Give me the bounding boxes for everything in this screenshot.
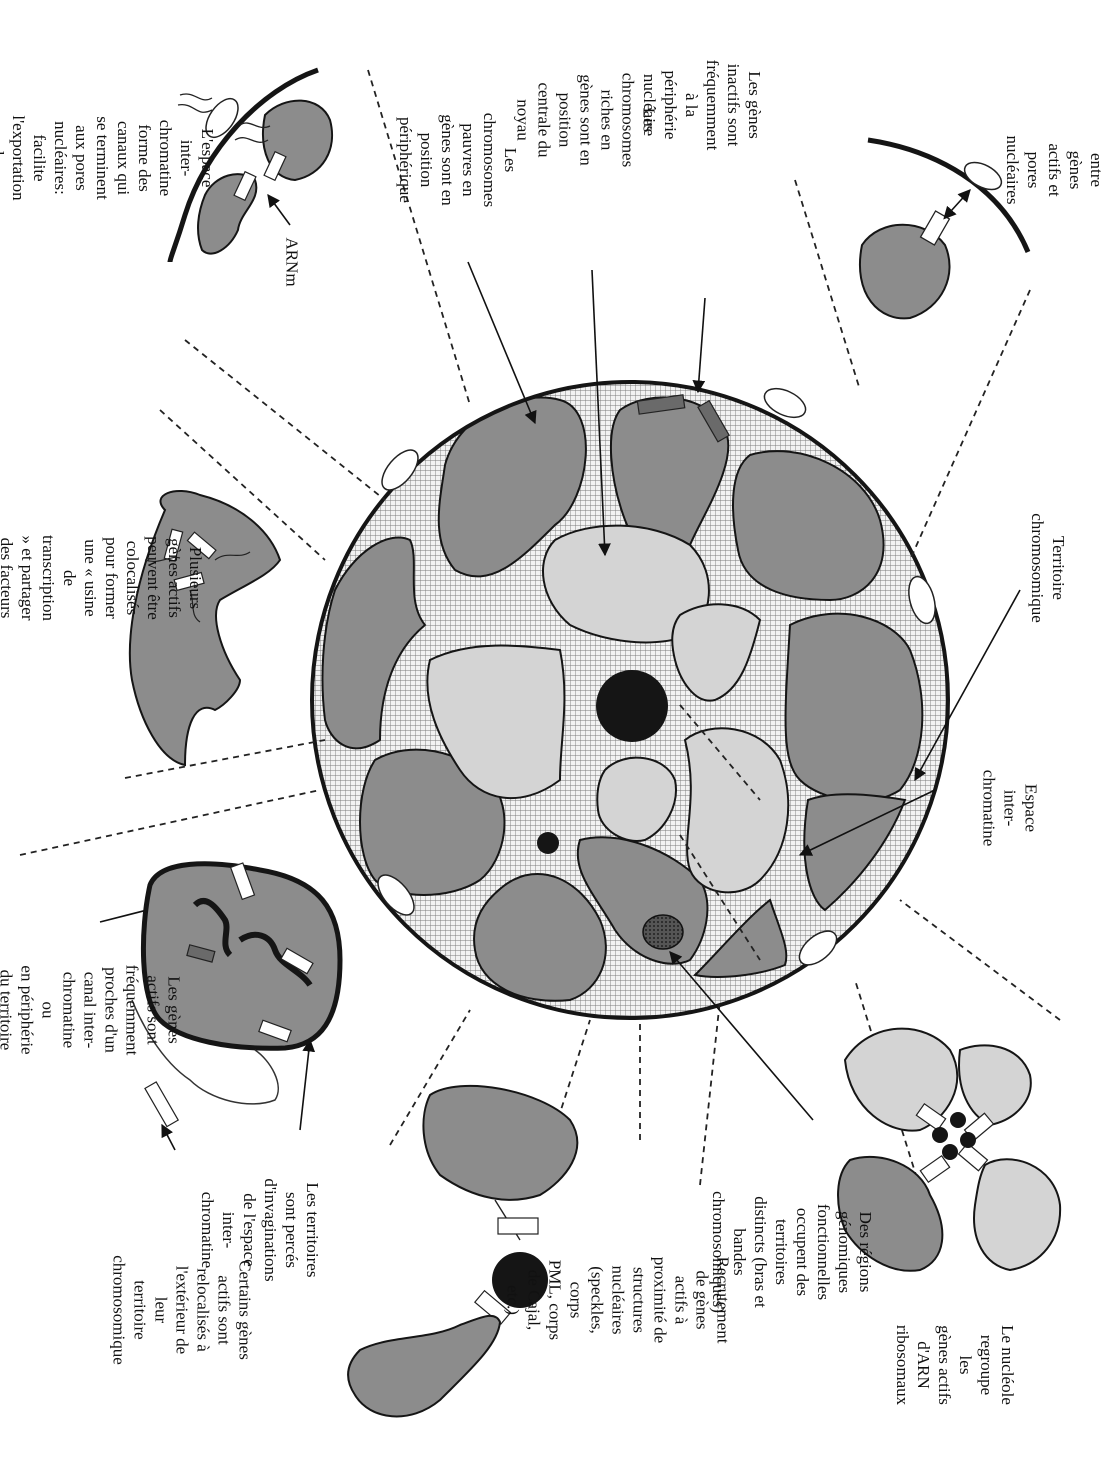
speckle (643, 915, 683, 949)
label-poor-chromosomes: Les chromosomes pauvres en gènes sont en… (395, 113, 521, 207)
label-interchromatin-space: Espace inter-chromatine (979, 770, 1042, 846)
label-interchromatin-channels: L'espace inter-chromatine forme des cana… (0, 115, 218, 200)
inset-transcription-factory (130, 491, 280, 765)
nuclear-body (537, 832, 559, 854)
arrow (698, 298, 705, 392)
nucleolus-body (596, 670, 668, 742)
label-invaginations: Les territoires sont percés d'invaginati… (197, 1178, 323, 1281)
label-chromosome-territory: Territoire chromosomique (1027, 513, 1069, 623)
label-active-genes-canal: Les gènes actifs sont fréquemment proche… (0, 965, 185, 1056)
nucleus (312, 382, 948, 1018)
label-rich-chromosomes: Les chromosomes riches en gènes sont en … (513, 73, 660, 167)
inset-recruitment (348, 1086, 577, 1417)
label-transcription-factory: Plusieurs gènes actifs peuvent être colo… (0, 535, 206, 621)
chromosome-territory (786, 614, 923, 801)
arrow (468, 262, 535, 423)
arrow (162, 1125, 175, 1150)
label-recruitment: Recrutement de gènes actifs à proximité … (503, 1257, 734, 1344)
label-pores-interaction: Interaction entre gènes actifs et pores … (1002, 133, 1108, 207)
label-nucleolus: Le nucléole regroupe les gènes actifs d'… (892, 1325, 1018, 1405)
arrow (300, 1040, 310, 1130)
chromosome-territory (733, 451, 884, 600)
arrow (268, 195, 290, 225)
label-arnm: ARNm (282, 237, 303, 286)
